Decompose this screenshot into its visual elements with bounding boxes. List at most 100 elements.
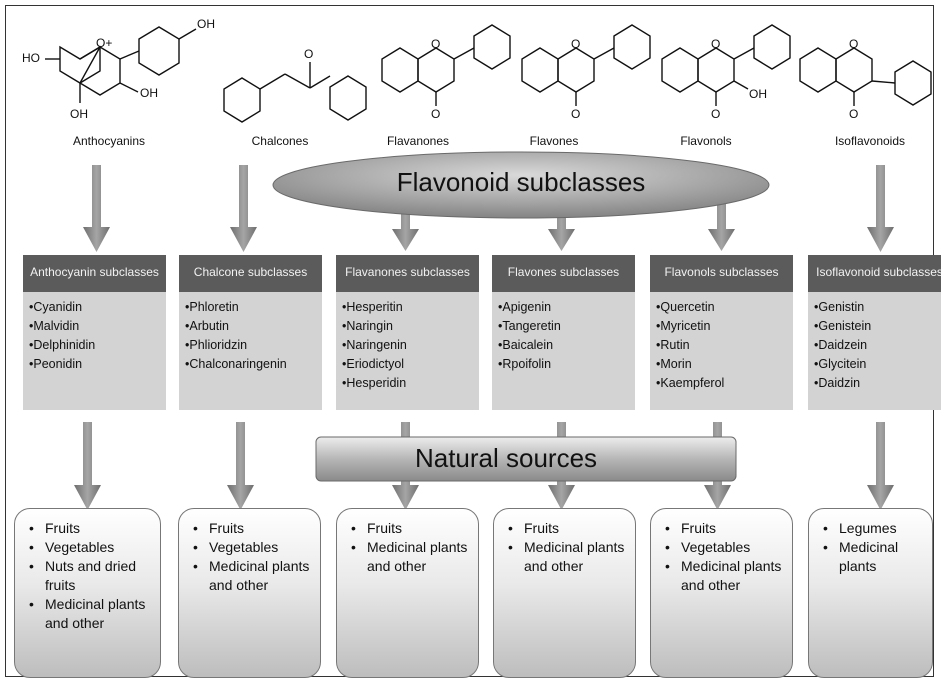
flavonol-oh: OH xyxy=(749,87,767,101)
source-list: Fruits Vegetables Nuts and dried fruits … xyxy=(15,509,160,633)
arrow-src-isoflavonoids xyxy=(867,422,894,510)
source-item: Fruits xyxy=(191,519,312,538)
subclass-list: Genistin Genistein Daidzein Glycitein Da… xyxy=(808,292,941,401)
source-box-flavanones: Fruits Medicinal plants and other xyxy=(336,508,479,678)
subclass-list: Hesperitin Naringin Naringenin Eriodicty… xyxy=(336,292,479,401)
source-box-flavonols: Fruits Vegetables Medicinal plants and o… xyxy=(650,508,793,678)
source-box-chalcone: Fruits Vegetables Medicinal plants and o… xyxy=(178,508,321,678)
anthocyanin-structure: OH HO O+ OH OH xyxy=(22,17,215,121)
subclass-item: Delphinidin xyxy=(29,336,160,355)
arrow-anthocyanins xyxy=(83,165,110,252)
flavone-o-ring: O xyxy=(571,37,580,51)
source-item: Medicinal plants xyxy=(821,538,924,576)
source-item: Medicinal plants and other xyxy=(191,557,312,595)
source-item: Fruits xyxy=(349,519,470,538)
subclass-box-flavonols: Flavonols subclasses Quercetin Myricetin… xyxy=(650,255,793,410)
source-box-anthocyanin: Fruits Vegetables Nuts and dried fruits … xyxy=(14,508,161,678)
flavanone-structure: O O xyxy=(381,24,511,121)
structure-label-anthocyanins: Anthocyanins xyxy=(72,134,146,148)
subclass-item: Hesperidin xyxy=(342,374,473,393)
anth-oh-top: OH xyxy=(197,17,215,31)
source-item: Fruits xyxy=(27,519,152,538)
subclass-item: Naringenin xyxy=(342,336,473,355)
flavanone-o-ring: O xyxy=(431,37,440,51)
source-item: Vegetables xyxy=(27,538,152,557)
chalcone-structure: O xyxy=(223,47,367,123)
source-item: Vegetables xyxy=(191,538,312,557)
source-box-flavones: Fruits Medicinal plants and other xyxy=(493,508,636,678)
anth-o-plus: O+ xyxy=(96,36,112,50)
subclass-item: Kaempferol xyxy=(656,374,787,393)
subclass-item: Myricetin xyxy=(656,317,787,336)
subclass-title: Isoflavonoid subclasses xyxy=(808,255,941,292)
subclass-title: Flavones subclasses xyxy=(492,255,635,292)
subclass-item: Daidzein xyxy=(814,336,941,355)
arrow-flavanones xyxy=(392,195,419,251)
arrow-src-chalcones xyxy=(227,422,254,510)
source-item: Medicinal plants and other xyxy=(506,538,627,576)
arrow-chalcones xyxy=(230,165,257,252)
subclass-box-flavones: Flavones subclasses Apigenin Tangeretin … xyxy=(492,255,635,410)
subclass-item: Chalconaringenin xyxy=(185,355,316,374)
structure-label-isoflavonoids: Isoflavonoids xyxy=(834,134,906,148)
subclass-item: Naringin xyxy=(342,317,473,336)
anth-oh-3: OH xyxy=(140,86,158,100)
subclass-box-anthocyanin: Anthocyanin subclasses Cyanidin Malvidin… xyxy=(23,255,166,410)
bottom-arrows xyxy=(74,422,894,510)
subclass-list: Apigenin Tangeretin Baicalein Rpoifolin xyxy=(492,292,635,382)
subclass-item: Quercetin xyxy=(656,298,787,317)
source-item: Vegetables xyxy=(663,538,784,557)
isoflavonoid-o-keto: O xyxy=(849,107,858,121)
arrow-isoflavonoids xyxy=(867,165,894,252)
subclass-item: Genistin xyxy=(814,298,941,317)
subclass-item: Phlioridzin xyxy=(185,336,316,355)
source-list: Fruits Vegetables Medicinal plants and o… xyxy=(179,509,320,595)
subclass-item: Peonidin xyxy=(29,355,160,374)
flavone-o-keto: O xyxy=(571,107,580,121)
source-list: Fruits Medicinal plants and other xyxy=(494,509,635,576)
isoflavonoid-structure: O O xyxy=(799,37,932,121)
top-arrows xyxy=(83,165,894,252)
source-box-isoflavonoid: Legumes Medicinal plants xyxy=(808,508,933,678)
banner-natural-sources: Natural sources xyxy=(414,443,598,473)
subclass-item: Genistein xyxy=(814,317,941,336)
subclass-title: Flavonols subclasses xyxy=(650,255,793,292)
subclass-item: Malvidin xyxy=(29,317,160,336)
source-item: Medicinal plants and other xyxy=(349,538,470,576)
subclass-list: Cyanidin Malvidin Delphinidin Peonidin xyxy=(23,292,166,382)
structure-label-flavones: Flavones xyxy=(529,134,579,148)
subclass-item: Hesperitin xyxy=(342,298,473,317)
anth-oh-5: OH xyxy=(70,107,88,121)
flavone-structure: O O xyxy=(521,24,651,121)
subclass-box-chalcone: Chalcone subclasses Phloretin Arbutin Ph… xyxy=(179,255,322,410)
source-list: Fruits Medicinal plants and other xyxy=(337,509,478,576)
source-list: Legumes Medicinal plants xyxy=(809,509,932,576)
subclass-title: Flavanones subclasses xyxy=(336,255,479,292)
subclass-item: Apigenin xyxy=(498,298,629,317)
subclass-item: Cyanidin xyxy=(29,298,160,317)
arrow-flavonols xyxy=(708,195,735,251)
source-list: Fruits Vegetables Medicinal plants and o… xyxy=(651,509,792,595)
anth-ho: HO xyxy=(22,51,40,65)
flavanone-o-keto: O xyxy=(431,107,440,121)
source-item: Medicinal plants and other xyxy=(27,595,152,633)
source-item: Fruits xyxy=(506,519,627,538)
subclass-item: Eriodictyol xyxy=(342,355,473,374)
source-item: Medicinal plants and other xyxy=(663,557,784,595)
source-item: Fruits xyxy=(663,519,784,538)
source-item: Legumes xyxy=(821,519,924,538)
arrow-flavones xyxy=(548,195,575,251)
flavonol-o-ring: O xyxy=(711,37,720,51)
chalcone-o: O xyxy=(304,47,313,61)
subclass-item: Phloretin xyxy=(185,298,316,317)
subclass-list: Phloretin Arbutin Phlioridzin Chalconari… xyxy=(179,292,322,382)
subclass-item: Glycitein xyxy=(814,355,941,374)
arrow-src-anthocyanins xyxy=(74,422,101,510)
subclass-title: Anthocyanin subclasses xyxy=(23,255,166,292)
subclass-item: Baicalein xyxy=(498,336,629,355)
subclass-item: Arbutin xyxy=(185,317,316,336)
